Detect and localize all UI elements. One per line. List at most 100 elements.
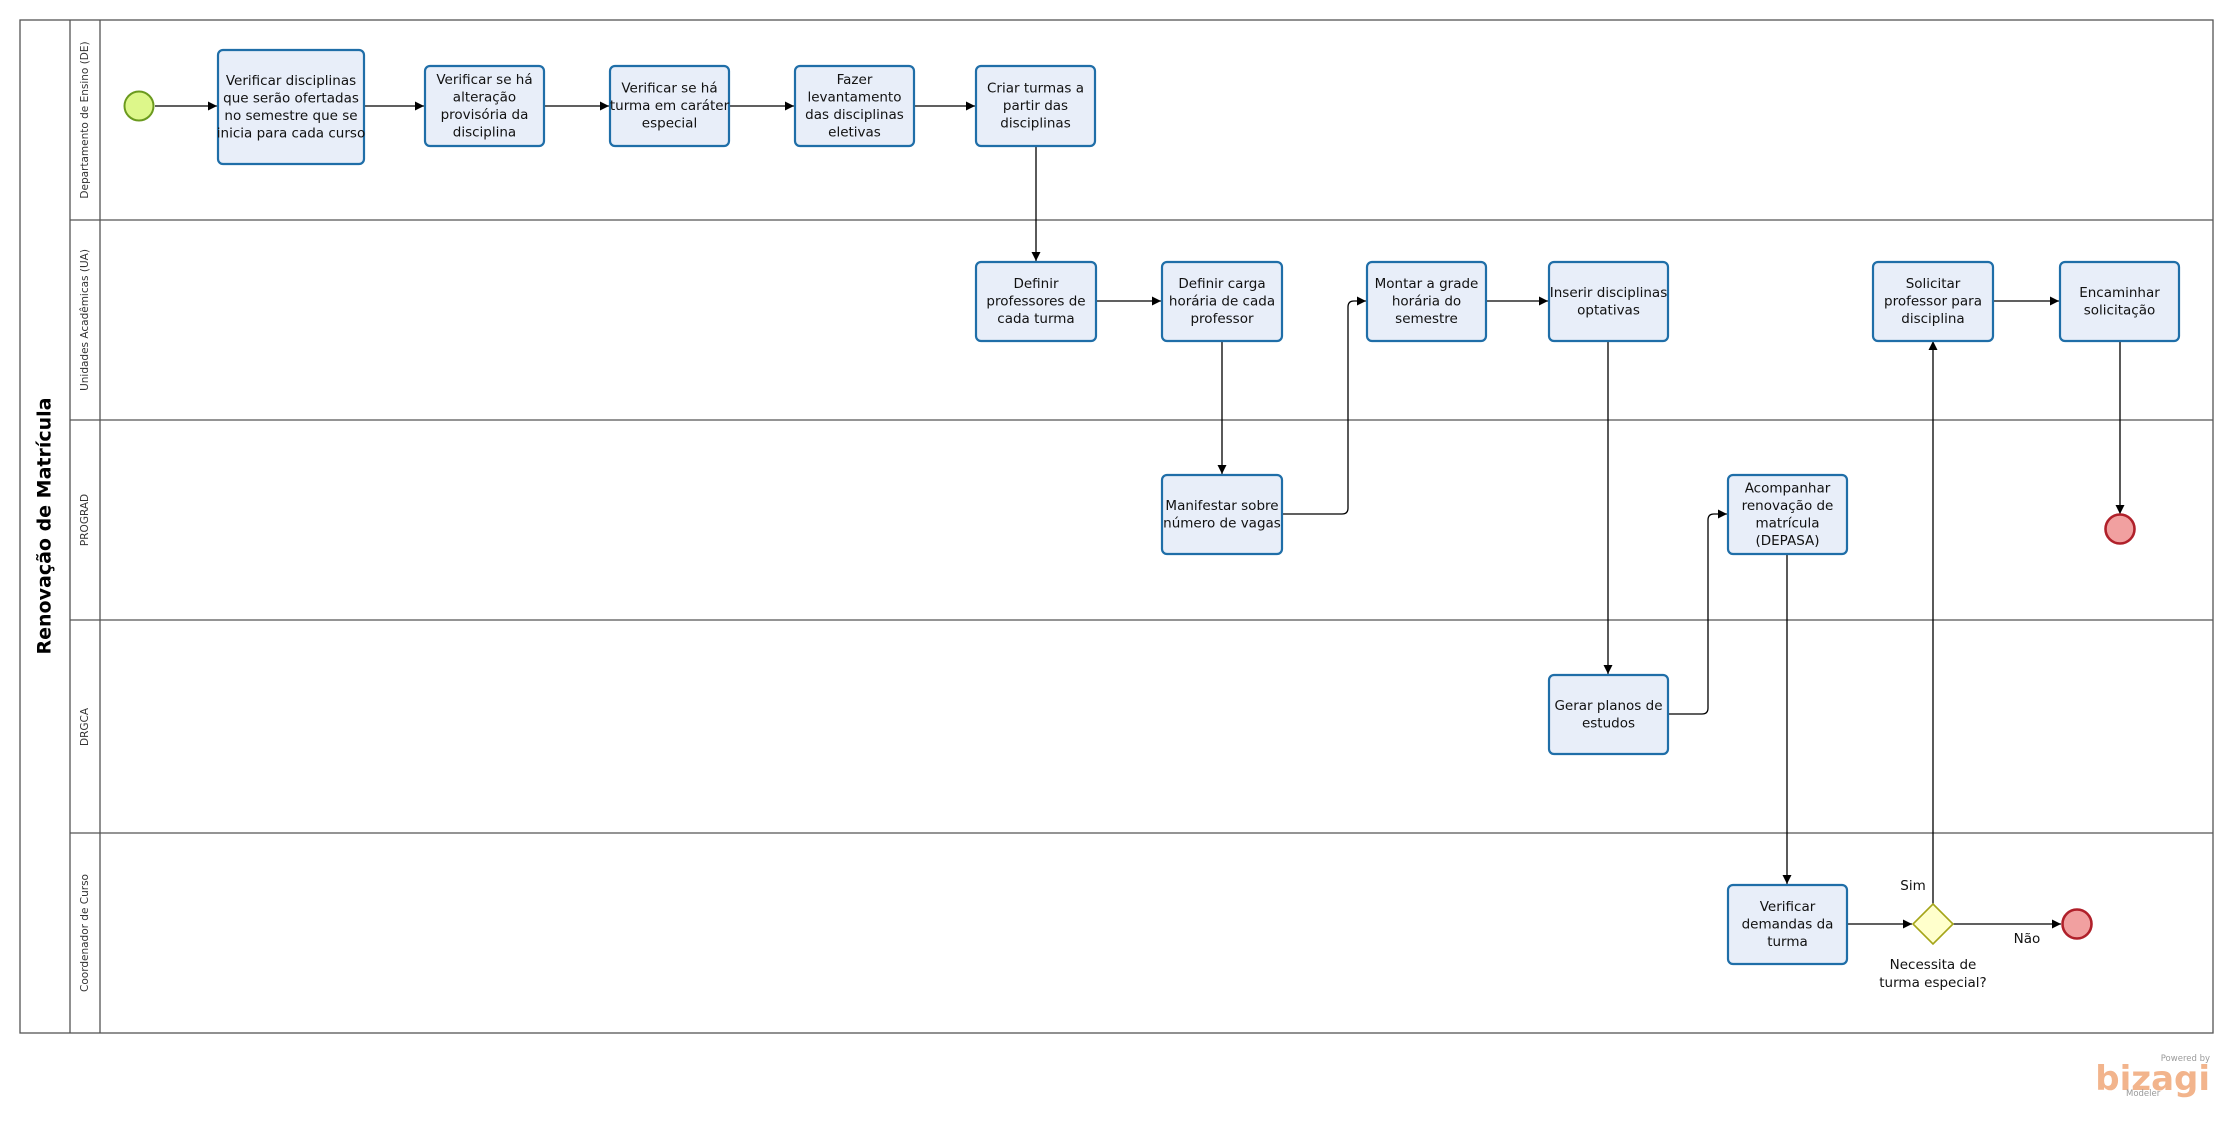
task-label-line: Acompanhar	[1745, 480, 1831, 496]
gateway-turma-especial[interactable]	[1911, 902, 1955, 946]
task-box[interactable]	[1365, 260, 1488, 343]
gateway-question-line-1: Necessita de	[1890, 957, 1977, 973]
task-label-line: que serão ofertadas	[223, 90, 359, 106]
pool-title: Renovação de Matrícula	[34, 398, 56, 655]
task-box[interactable]	[793, 64, 916, 148]
task-label-line: semestre	[1395, 311, 1458, 327]
task-label-line: estudos	[1582, 715, 1635, 731]
task-label-line: (DEPASA)	[1755, 533, 1819, 549]
task-label-line: especial	[642, 116, 697, 132]
pool: Renovação de Matrícula	[19, 19, 2214, 1034]
task-label-line: no semestre que se	[224, 108, 357, 124]
task-label-line: Encaminhar	[2079, 285, 2160, 301]
task-box[interactable]	[1726, 473, 1849, 556]
task-label-line: Verificar	[1760, 899, 1816, 915]
task-label-line: renovação de	[1742, 498, 1834, 514]
task-label-line: Definir	[1013, 276, 1059, 292]
logo-product: Modeler	[2126, 1089, 2161, 1099]
task-box[interactable]	[1871, 260, 1995, 343]
task-label-line: Montar a grade	[1375, 276, 1479, 292]
lane-label-prograd: PROGRAD	[79, 494, 91, 546]
task-label-line: horária de cada	[1169, 294, 1275, 310]
gateway-no-label: Não	[2014, 931, 2041, 947]
lane-label-de: Departamento de Ensino (DE)	[79, 41, 91, 198]
task-label-line: professor	[1190, 311, 1253, 327]
start-event[interactable]	[123, 90, 155, 122]
task-box[interactable]	[1547, 673, 1670, 756]
task-label-line: disciplinas	[1000, 116, 1070, 132]
task-box[interactable]	[974, 64, 1097, 148]
bizagi-logo: Powered by bizagi Modeler	[2095, 1054, 2210, 1099]
task-label-line: turma	[1767, 934, 1808, 950]
sequence-flows	[155, 101, 2125, 929]
task-label-line: professores de	[986, 294, 1085, 310]
task-label-line: Criar turmas a	[987, 81, 1084, 97]
task-label-line: cada turma	[997, 311, 1074, 327]
task-box[interactable]	[1547, 260, 1670, 343]
task-box[interactable]	[608, 64, 731, 148]
lane-label-coordenador: Coordenador de Curso	[79, 874, 91, 992]
task-label-line: eletivas	[828, 124, 881, 140]
task-label-line: horária do	[1392, 294, 1461, 310]
task-label-line: partir das	[1003, 98, 1068, 114]
gateway-yes-label: Sim	[1900, 878, 1925, 894]
flow-t14-t13	[1668, 509, 1727, 715]
task-box[interactable]	[974, 260, 1098, 343]
gateway-question-line-2: turma especial?	[1879, 975, 1986, 991]
task-box[interactable]	[1160, 473, 1284, 556]
task-box[interactable]	[1160, 260, 1284, 343]
end-event-coordenador[interactable]	[2061, 908, 2093, 940]
task-label-line: demandas da	[1742, 917, 1834, 933]
task-label-line: Gerar planos de	[1554, 698, 1662, 714]
flow-t12-t8	[1282, 296, 1366, 515]
logo-powered-by: Powered by	[2161, 1054, 2210, 1064]
lane-label-drgca: DRGCA	[79, 707, 91, 746]
task-label-line: alteração	[453, 89, 516, 105]
task-label-line: turma em caráter	[610, 98, 730, 114]
end-event-prograd[interactable]	[2104, 513, 2136, 545]
task-label-line: número de vagas	[1163, 515, 1281, 531]
task-box[interactable]	[216, 48, 366, 166]
task-label-line: solicitação	[2084, 302, 2156, 318]
task-label-line: optativas	[1577, 302, 1640, 318]
task-label-line: Inserir disciplinas	[1550, 285, 1667, 301]
task-label-line: Verificar disciplinas	[226, 73, 356, 89]
task-box[interactable]	[1726, 883, 1849, 966]
task-label-line: Manifestar sobre	[1165, 498, 1278, 514]
task-label-line: Solicitar	[1906, 276, 1961, 292]
task-label-line: inicia para cada curso	[217, 125, 365, 141]
task-label-line: levantamento	[807, 89, 901, 105]
task-label-line: Verificar se há	[436, 72, 532, 88]
task-label-line: das disciplinas	[805, 107, 904, 123]
task-label-line: disciplina	[1901, 311, 1964, 327]
task-label-line: disciplina	[453, 124, 516, 140]
logo-brand: bizagi	[2095, 1059, 2210, 1099]
task-box[interactable]	[2058, 260, 2181, 343]
task-label-line: provisória da	[441, 107, 529, 123]
task-box[interactable]	[423, 64, 546, 148]
lane-label-ua: Unidades Acadêmicas (UA)	[79, 249, 91, 391]
task-label-line: matrícula	[1755, 515, 1819, 531]
task-label-line: Verificar se há	[621, 81, 717, 97]
lane-labels: Departamento de Ensino (DE) Unidades Aca…	[79, 41, 91, 992]
task-label-line: Definir carga	[1178, 276, 1265, 292]
task-label-line: Fazer	[837, 72, 873, 88]
task-label-line: professor para	[1884, 294, 1982, 310]
